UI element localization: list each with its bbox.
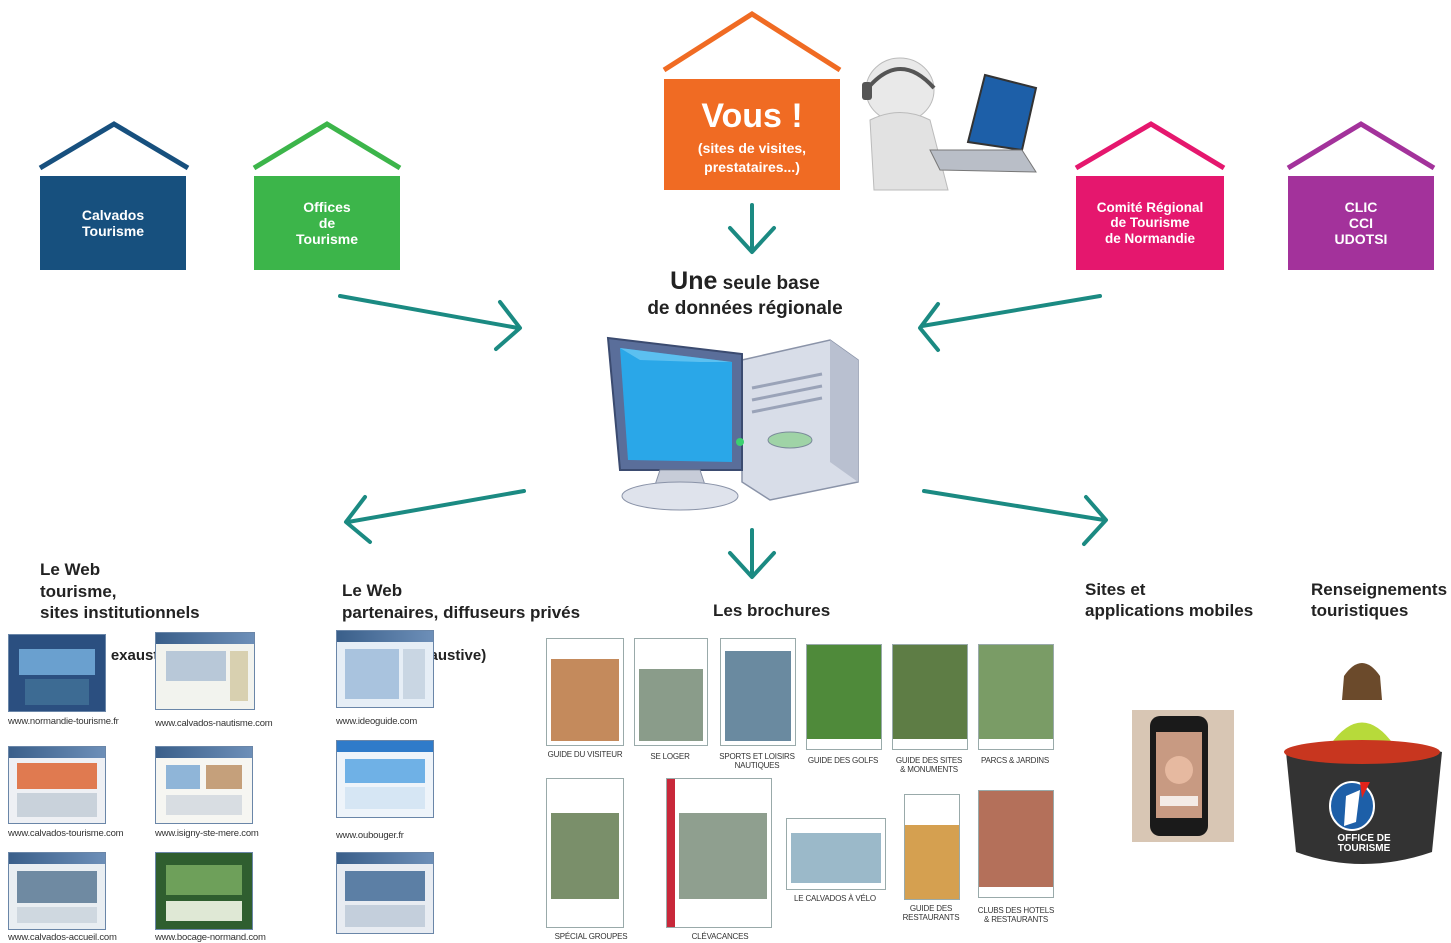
comite-regional-label: Comité Régional de Tourisme de Normandie [1096, 199, 1204, 246]
website-thumbnail [8, 852, 106, 930]
website-url[interactable]: www.oubouger.fr [336, 830, 404, 841]
calvados-tourisme-box: Calvados Tourisme [40, 176, 186, 270]
offices-tourisme-label: Offices de Tourisme [296, 198, 358, 248]
clic-cci-udotsi-box: CLIC CCI UDOTSI [1288, 176, 1434, 270]
website-thumbnail [155, 632, 255, 710]
smartphone-icon [1132, 710, 1234, 842]
brochure-caption: CLUBS DES HOTELS & RESTAURANTS [977, 906, 1055, 925]
central-database-title: Une seule base de données régionale [610, 266, 880, 321]
website-url[interactable]: www.calvados-nautisme.com [155, 718, 273, 729]
website-url[interactable]: www.isigny-ste-mere.com [155, 828, 259, 839]
website-url[interactable]: www.calvados-tourisme.com [8, 828, 124, 839]
brochure-cover [720, 638, 796, 746]
vous-subtitle: (sites de visites, prestataires...) [697, 140, 807, 175]
clic-roof [1286, 121, 1436, 171]
website-url[interactable]: www.ideoguide.com [336, 716, 418, 727]
mobiles-title: Sites et applications mobiles [1085, 580, 1254, 621]
offices-roof [252, 121, 402, 171]
comite-roof [1074, 121, 1226, 171]
person-laptop-icon [862, 57, 1038, 191]
website-url[interactable]: www.normandie-tourisme.fr [8, 716, 119, 727]
arrow-offices-to-base [338, 294, 522, 351]
website-thumbnail [155, 852, 253, 930]
central-title-rest: seule base [717, 273, 820, 294]
vous-box: Vous ! (sites de visites, prestataires..… [664, 79, 840, 190]
tourist-office-desk-icon [1284, 663, 1442, 864]
brochure-caption: GUIDE DES SITES & MONUMENTS [895, 756, 963, 775]
brochure-cover [634, 638, 708, 746]
brochure-cover [978, 790, 1054, 898]
brochure-cover [806, 644, 882, 750]
calvados-roof [38, 121, 190, 171]
arrow-base-to-brochures [728, 528, 776, 579]
arrow-base-to-mobiles [922, 489, 1108, 546]
brochure-caption: CLÉVACANCES [691, 932, 749, 941]
website-thumbnail [8, 746, 106, 824]
brochure-caption: SPORTS ET LOISIRS NAUTIQUES [719, 752, 795, 771]
arrow-base-to-web [344, 489, 526, 544]
brochure-cover [546, 638, 624, 746]
website-thumbnail [8, 634, 106, 712]
brochure-caption: GUIDE DES RESTAURANTS [902, 904, 960, 923]
brochure-caption: PARCS & JARDINS [981, 756, 1049, 765]
comite-regional-box: Comité Régional de Tourisme de Normandie [1076, 176, 1224, 270]
website-thumbnail [155, 746, 253, 824]
website-url[interactable]: www.calvados-accueil.com [8, 932, 117, 943]
brochure-cover [904, 794, 960, 900]
brochure-cover [978, 644, 1054, 750]
central-title-big: Une [670, 267, 718, 295]
brochure-caption: GUIDE DES GOLFS [807, 756, 879, 765]
brochure-caption: SPÉCIAL GROUPES [554, 932, 628, 941]
brochure-cover [786, 818, 886, 890]
website-thumbnail [336, 852, 434, 934]
office-de-tourisme-label: OFFICE DE TOURISME [1337, 833, 1391, 854]
website-url[interactable]: www.bocage-normand.com [155, 932, 266, 943]
website-thumbnail [336, 630, 434, 708]
brochure-caption: GUIDE DU VISITEUR [547, 750, 623, 759]
website-thumbnail [336, 740, 434, 818]
clic-cci-udotsi-label: CLIC CCI UDOTSI [1334, 198, 1388, 248]
web-partenaires-title-text: Le Web partenaires, diffuseurs privés [342, 581, 581, 622]
renseignements-title: Renseignements touristiques [1311, 580, 1448, 621]
brochure-cover [892, 644, 968, 750]
brochures-title: Les brochures [713, 601, 831, 620]
computer-icon [606, 336, 859, 511]
central-title-line2: de données régionale [647, 298, 843, 320]
brochure-caption: SE LOGER [650, 752, 690, 761]
arrow-vous-to-base [728, 203, 776, 254]
offices-tourisme-box: Offices de Tourisme [254, 176, 400, 270]
vous-roof [662, 11, 842, 73]
web-tourisme-title-text: Le Web tourisme, sites institutionnels [40, 560, 200, 622]
brochure-caption: LE CALVADOS À VÉLO [794, 894, 876, 903]
vous-title: Vous ! [701, 97, 803, 135]
calvados-tourisme-label: Calvados Tourisme [81, 206, 145, 239]
arrow-comite-to-base [918, 294, 1102, 352]
brochure-cover [546, 778, 624, 928]
brochure-cover [666, 778, 772, 928]
